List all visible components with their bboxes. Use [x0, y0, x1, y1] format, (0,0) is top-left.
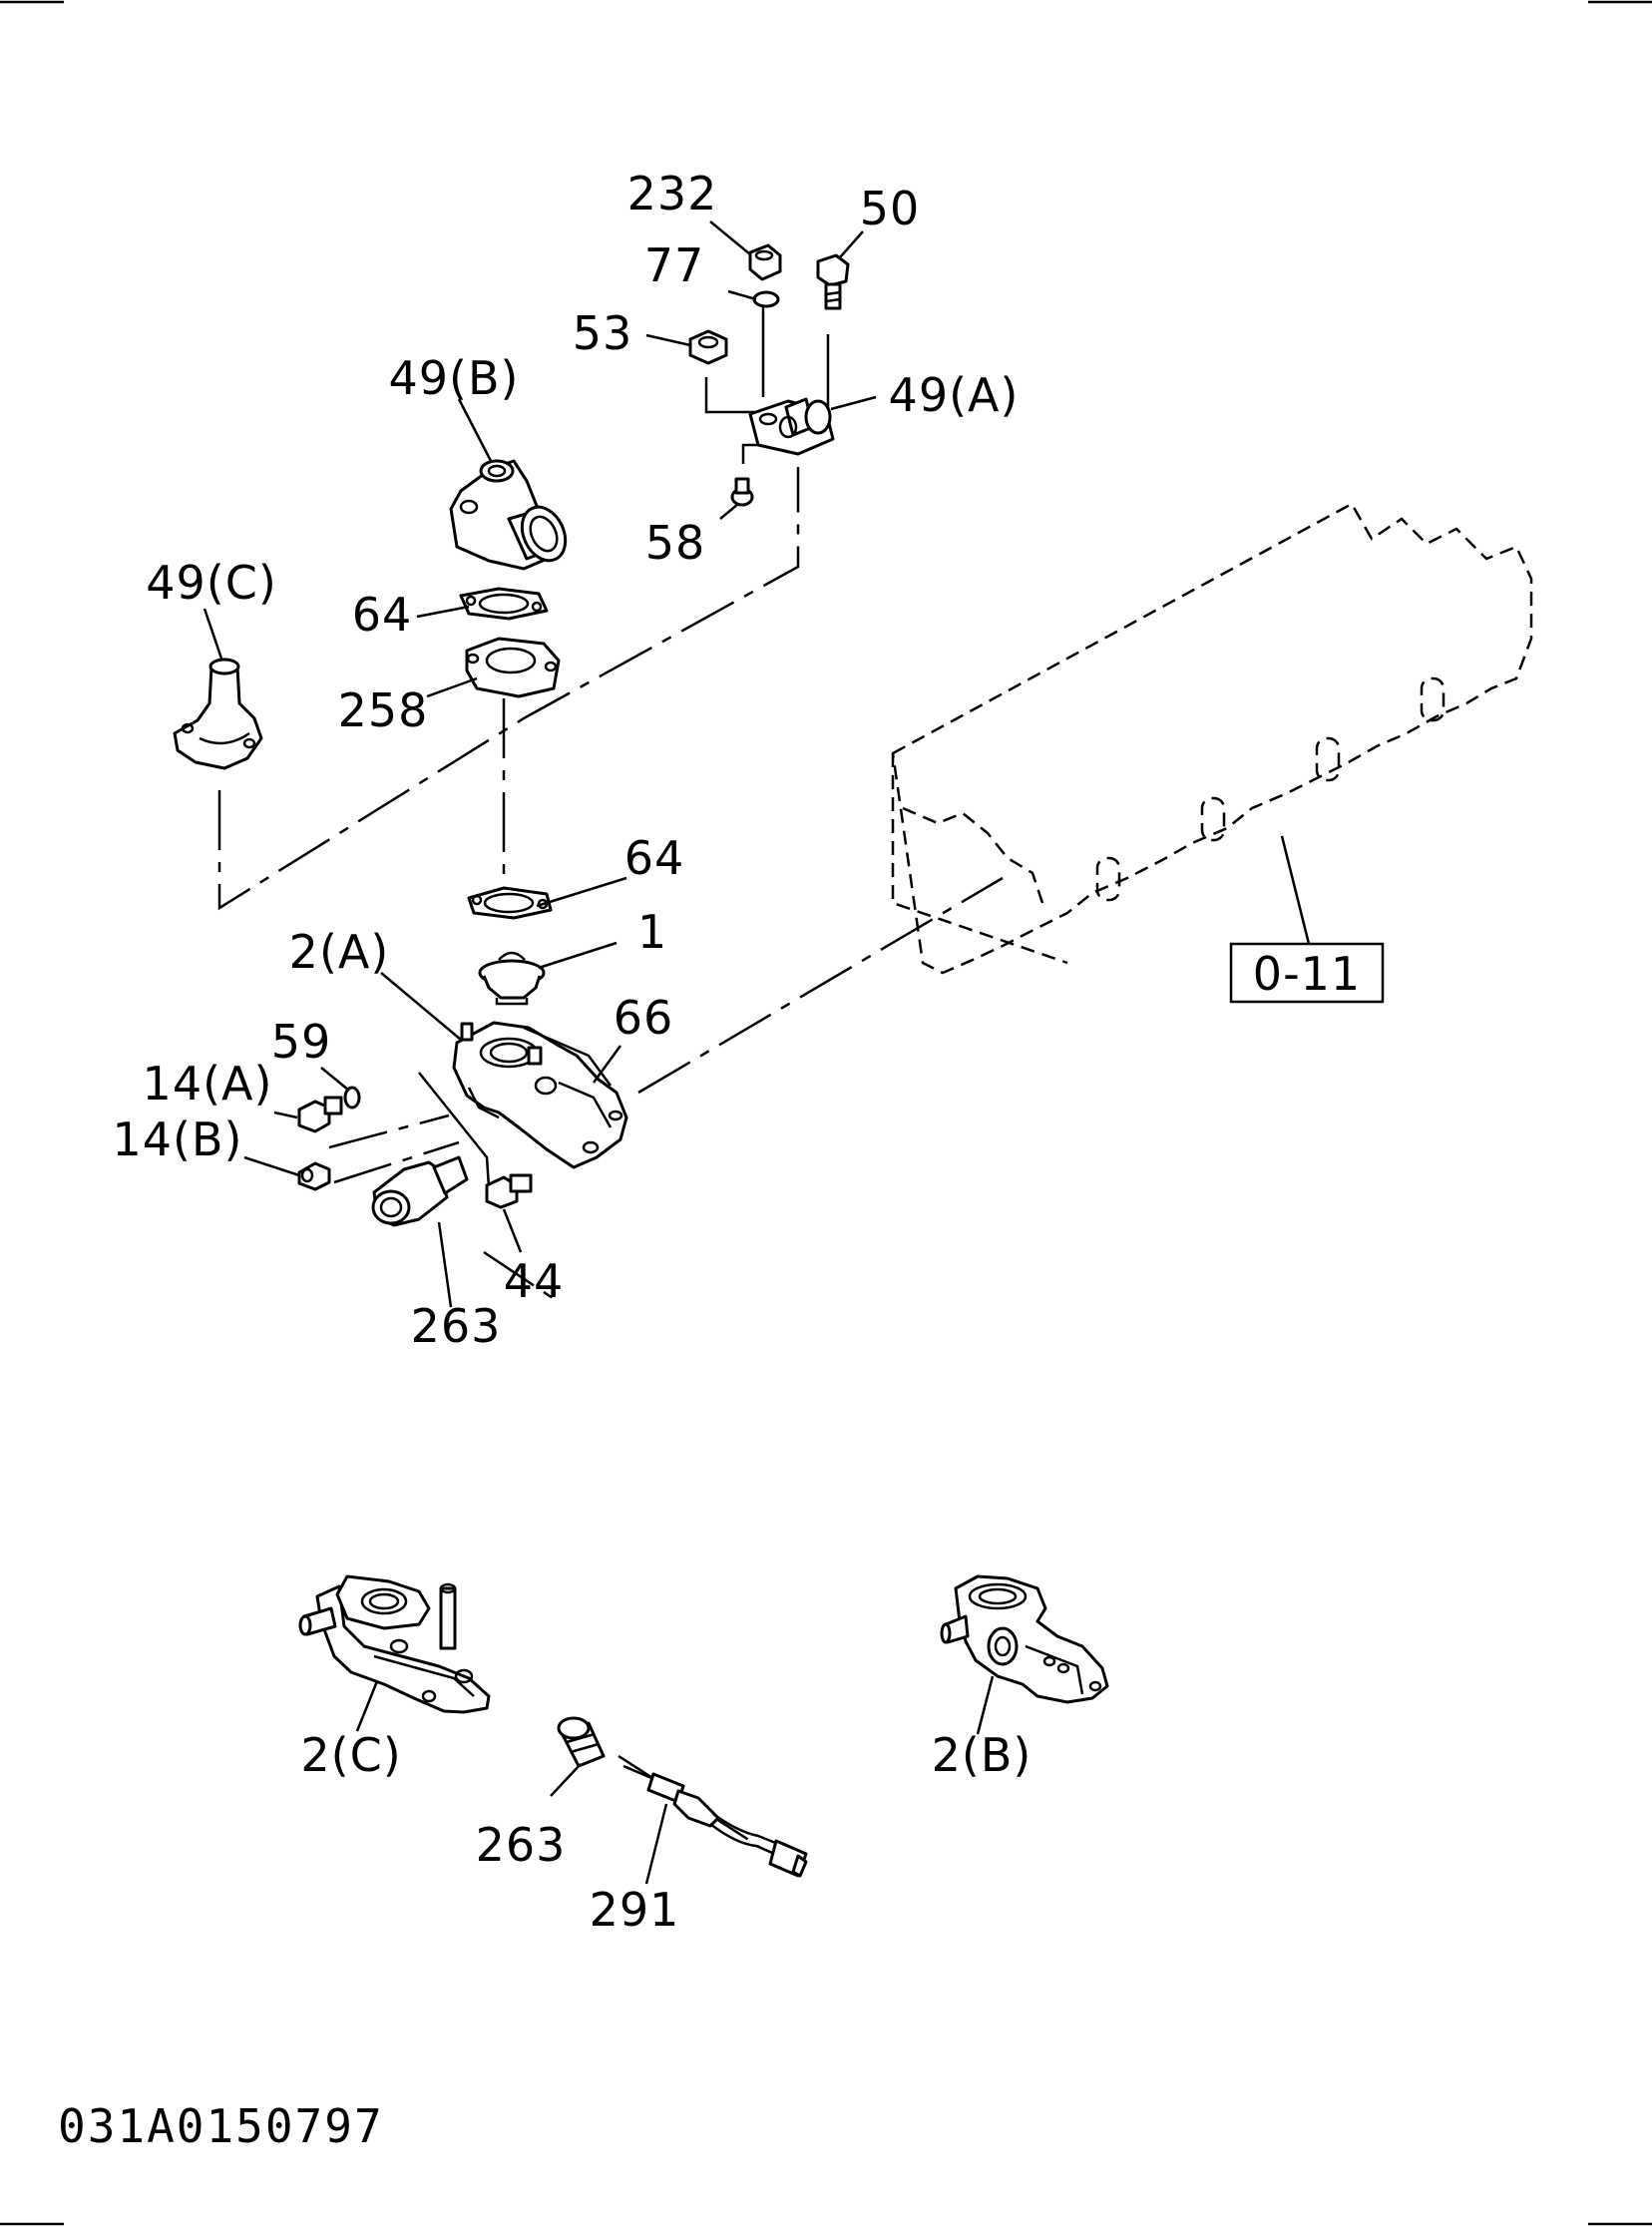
- callout-263-lower: 263: [476, 1818, 567, 1872]
- thermostat-1: [478, 951, 546, 1006]
- callout-49c: 49(C): [146, 556, 277, 610]
- callout-49a: 49(A): [889, 368, 1020, 422]
- callout-258: 258: [338, 683, 429, 737]
- gasket-64-lower: [467, 886, 553, 920]
- nut-232: [748, 243, 782, 281]
- spacer-258: [465, 637, 561, 698]
- callout-labels: 232 50 77 53 49(A) 49(B) 58 49(C) 64 258…: [113, 167, 1032, 1937]
- leader-lines: [203, 221, 995, 1885]
- outlet-housing-49b: [449, 459, 568, 571]
- callout-58: 58: [645, 516, 706, 570]
- washer-59: [343, 1086, 361, 1110]
- callout-53: 53: [573, 306, 633, 360]
- callout-291: 291: [590, 1883, 680, 1937]
- nut-53: [688, 329, 728, 365]
- gasket-64-upper: [459, 587, 549, 621]
- bolt-14a: [297, 1096, 343, 1133]
- outlet-pipe-49c: [173, 658, 263, 770]
- callout-232: 232: [627, 167, 718, 221]
- callout-14a: 14(A): [143, 1057, 273, 1111]
- callout-2b: 2(B): [932, 1728, 1032, 1782]
- callout-59: 59: [271, 1015, 332, 1069]
- sensor-291: [622, 1764, 808, 1878]
- reference-leader: [1280, 835, 1311, 945]
- elbow-49a: [748, 397, 835, 456]
- callout-2c: 2(C): [300, 1728, 401, 1782]
- plug-14b: [297, 1161, 331, 1191]
- callout-64-lower: 64: [624, 831, 685, 885]
- adapter-263-upper: [371, 1155, 469, 1227]
- bolt-50: [816, 253, 850, 310]
- thermostat-housing-2b: [940, 1574, 1109, 1704]
- bolt-44: [485, 1173, 533, 1209]
- adapter-263-lower: [557, 1716, 606, 1768]
- cylinder-head-outline: [891, 502, 1533, 975]
- callout-77: 77: [644, 238, 705, 292]
- callout-44: 44: [504, 1254, 565, 1308]
- reference-box-label: 0-11: [1253, 947, 1361, 1001]
- bolt-58: [730, 477, 754, 507]
- callout-14b: 14(B): [113, 1113, 243, 1166]
- thermostat-housing-2a: [452, 1021, 628, 1169]
- callout-263-upper: 263: [411, 1299, 502, 1353]
- callout-2a: 2(A): [289, 925, 390, 979]
- reference-box: 0-11: [1229, 942, 1385, 1004]
- thermostat-housing-2c: [298, 1574, 491, 1714]
- callout-1: 1: [637, 905, 667, 959]
- callout-49b: 49(B): [389, 351, 520, 405]
- callout-50: 50: [860, 182, 921, 235]
- washer-77: [752, 290, 780, 308]
- drawing-code: 031A0150797: [58, 2099, 384, 2153]
- callout-64-upper: 64: [352, 588, 413, 642]
- callout-66: 66: [614, 991, 674, 1045]
